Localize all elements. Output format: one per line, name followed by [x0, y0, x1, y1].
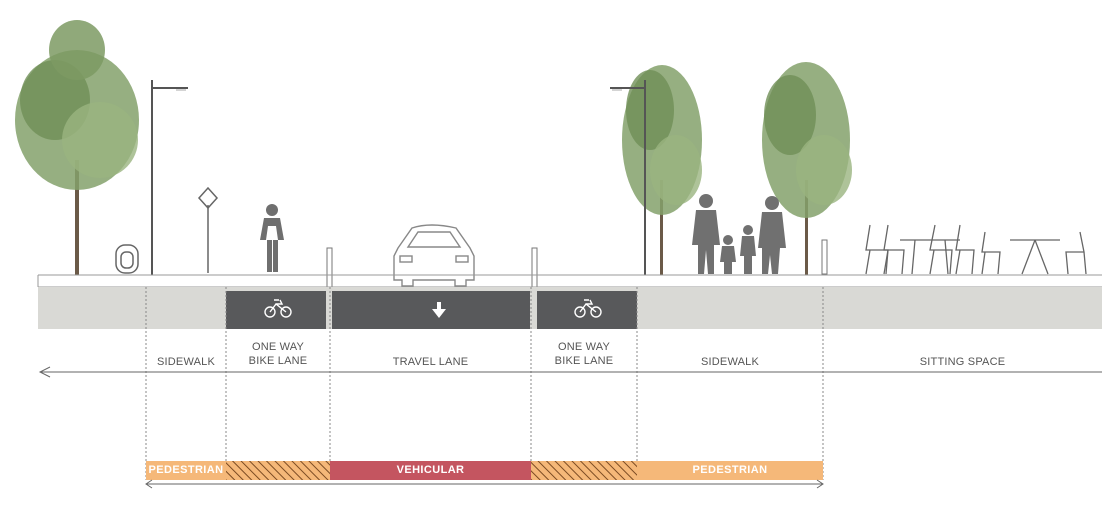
zone-hatch-left: [226, 461, 330, 480]
zone-hatch-right: [531, 461, 637, 480]
label-sidewalk-left: SIDEWALK: [156, 356, 216, 368]
zone-pedestrian-left: [146, 461, 226, 480]
section-dividers: [145, 287, 824, 480]
trash-bin: [115, 244, 139, 274]
label-sitting-space: SITTING SPACE: [919, 356, 1006, 368]
label-line: ONE WAY: [557, 341, 611, 353]
road-sign: [197, 186, 219, 273]
bollard-left: [326, 247, 333, 291]
street-lamp-right: [610, 80, 646, 275]
bike-lane-left-surface: [226, 291, 326, 329]
label-line: ONE WAY: [251, 341, 305, 353]
bicycle-icon: [574, 299, 602, 318]
car-outline-icon: [393, 224, 475, 287]
label-bike-lane-right: ONE WAY BIKE LANE: [531, 340, 637, 368]
down-arrow-icon: [432, 302, 446, 318]
zone-pedestrian-right: [637, 461, 823, 480]
zone-label-pedestrian-right: PEDESTRIAN: [692, 464, 768, 476]
zone-label-vehicular: VEHICULAR: [396, 464, 465, 476]
tree-right: [762, 62, 852, 275]
label-bike-lane-left: ONE WAY BIKE LANE: [226, 340, 330, 368]
bollard-right: [531, 247, 538, 291]
label-sidewalk-right: SIDEWALK: [700, 356, 760, 368]
travel-lane-surface: [332, 291, 530, 329]
zone-vehicular: [330, 461, 531, 480]
outdoor-seating: [865, 224, 1087, 275]
bollard-sidewalk: [821, 239, 828, 275]
street-lamp-left: [151, 80, 188, 275]
cyclist-figure: [260, 204, 284, 272]
zone-extent-arrow: [145, 479, 824, 489]
bicycle-icon: [264, 299, 292, 318]
pedestrian-family: [692, 194, 786, 274]
label-line: BIKE LANE: [248, 355, 308, 367]
label-line: BIKE LANE: [554, 355, 614, 367]
section-width-arrow: [38, 366, 1102, 378]
bike-lane-right-surface: [537, 291, 637, 329]
tree-left: [15, 20, 139, 275]
tree-middle: [622, 65, 702, 275]
zone-label-pedestrian-left: PEDESTRIAN: [148, 464, 224, 476]
label-travel-lane: TRAVEL LANE: [392, 356, 469, 368]
